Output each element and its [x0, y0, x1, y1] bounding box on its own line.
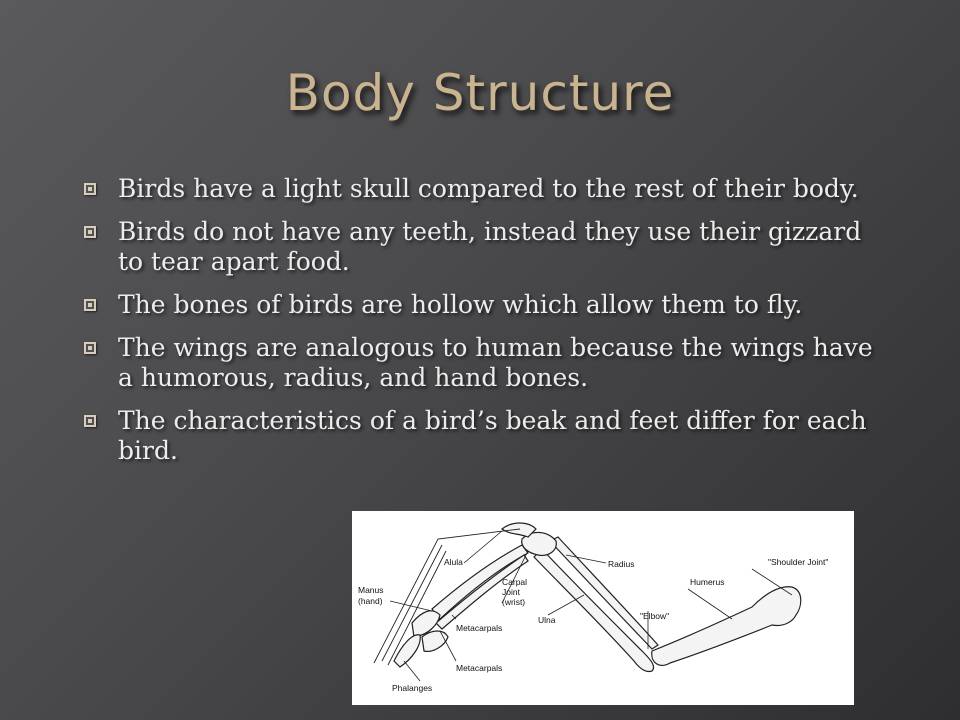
bullet-text: Birds do not have any teeth, instead the… [118, 217, 862, 276]
bullet-text: The wings are analogous to human because… [118, 333, 873, 392]
bone-drawing [393, 522, 802, 673]
bullet-item: The characteristics of a bird’s beak and… [84, 406, 894, 466]
bullet-item: Birds do not have any teeth, instead the… [84, 217, 894, 277]
label-carpal-joint: Joint [502, 587, 521, 597]
label-manus-hand: (hand) [358, 596, 383, 606]
outline-lines [373, 528, 521, 666]
label-radius: Radius [608, 559, 634, 569]
label-pointers [389, 530, 793, 682]
label-humerus: Humerus [690, 577, 724, 587]
bullet-item: The wings are analogous to human because… [84, 333, 894, 393]
wing-skeleton-illustration: Alula Manus (hand) Carpal Joint (wrist) … [358, 522, 828, 693]
bullet-text: The bones of birds are hollow which allo… [118, 290, 803, 319]
label-alula: Alula [444, 557, 463, 567]
label-phalanges: Phalanges [392, 683, 432, 693]
label-metacarpals-bottom: Metacarpals [456, 663, 502, 673]
square-bullet-icon [84, 299, 96, 311]
square-bullet-icon [84, 183, 96, 195]
square-bullet-icon [84, 415, 96, 427]
wing-bone-diagram: Alula Manus (hand) Carpal Joint (wrist) … [352, 511, 854, 705]
bullet-item: Birds have a light skull compared to the… [84, 174, 894, 204]
label-carpal: Carpal [502, 577, 527, 587]
label-metacarpals-top: Metacarpals [456, 623, 502, 633]
label-manus: Manus [358, 585, 384, 595]
label-ulna: Ulna [538, 615, 556, 625]
bullet-list: Birds have a light skull compared to the… [84, 174, 894, 479]
label-elbow: "Elbow" [640, 611, 669, 621]
bullet-text: The characteristics of a bird’s beak and… [118, 406, 867, 465]
square-bullet-icon [84, 342, 96, 354]
slide-title: Body Structure [285, 64, 675, 122]
label-carpal-wrist: (wrist) [502, 597, 525, 607]
bullet-text: Birds have a light skull compared to the… [118, 174, 859, 203]
label-shoulder-joint: "Shoulder Joint" [768, 557, 828, 567]
bullet-item: The bones of birds are hollow which allo… [84, 290, 894, 320]
square-bullet-icon [84, 226, 96, 238]
